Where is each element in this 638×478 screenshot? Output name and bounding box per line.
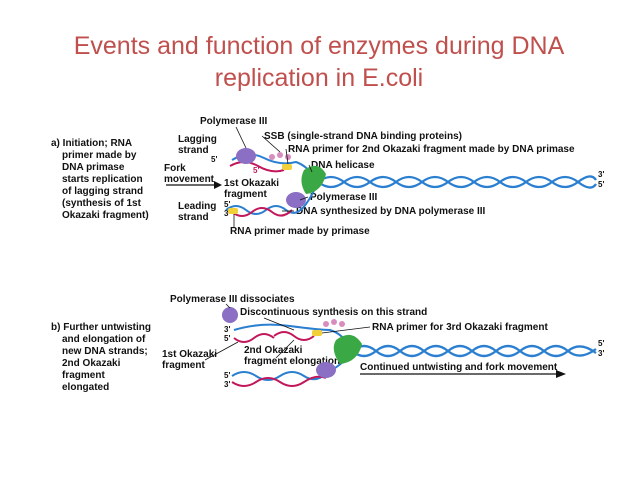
panel-a-desc-2: primer made by [62, 150, 137, 161]
helix-a-strand-1 [317, 175, 597, 189]
prime-a-4: 3' [224, 209, 230, 218]
dna-helicase-a [301, 165, 326, 194]
label-dna-synthesized: DNA synthesized by DNA polymerase III [296, 206, 486, 217]
polymerase-iii-leading-b [316, 362, 336, 378]
label-1st-okazaki-b-1: 1st Okazaki [162, 349, 217, 360]
panel-a-desc-7: Okazaki fragment) [62, 210, 149, 221]
polymerase-iii-dissociated-b [222, 307, 238, 323]
okazaki-fragment-1-a [229, 161, 285, 173]
label-discontinuous-synthesis: Discontinuous synthesis on this strand [240, 307, 427, 318]
panel-b: b) Further untwisting and elongation of … [51, 294, 604, 393]
dna-helicase-b [333, 334, 362, 364]
panel-a: a) Initiation; RNA primer made by DNA pr… [51, 116, 604, 237]
prime-b-6: 3' [224, 380, 230, 389]
label-polymerase-iii-top: Polymerase III [200, 116, 267, 127]
label-continued-untwisting: Continued untwisting and fork movement [360, 362, 558, 373]
ssb-a-1 [269, 154, 275, 160]
label-1st-okazaki-1: 1st Okazaki [224, 178, 279, 189]
panel-b-desc-1: b) Further untwisting [51, 322, 151, 333]
label-1st-okazaki-2: fragment [224, 189, 267, 200]
ssb-b-2 [331, 319, 337, 325]
panel-a-desc-5: of lagging strand [62, 186, 143, 197]
polymerase-iii-leading-a [286, 192, 306, 208]
label-lagging-strand-2: strand [178, 145, 209, 156]
prime-a-3: 3' [598, 170, 604, 179]
leader-lines-b [204, 303, 371, 361]
polymerase-iii-lagging-a [236, 148, 256, 164]
prime-b-4: 3' [598, 349, 604, 358]
label-polymerase-iii: Polymerase III [310, 192, 377, 203]
panel-a-desc-1: a) Initiation; RNA [51, 138, 132, 149]
ssb-b-3 [339, 321, 345, 327]
helix-b-strand-2 [351, 344, 597, 358]
panel-a-desc-6: (synthesis of 1st [62, 198, 142, 209]
prime-a-5: 5' [224, 200, 230, 209]
okazaki-fragment-1-b [233, 333, 275, 343]
ssb-a-2 [277, 152, 283, 158]
label-rna-primer-2nd: RNA primer for 2nd Okazaki fragment made… [288, 144, 575, 155]
ssb-a-3 [285, 154, 291, 160]
label-1st-okazaki-b-2: fragment [162, 360, 205, 371]
helix-a-strand-2 [317, 175, 597, 189]
label-leading-strand-1: Leading [178, 201, 216, 212]
label-rna-primer-primase: RNA primer made by primase [230, 226, 370, 237]
panel-b-desc-5: fragment [62, 370, 105, 381]
panel-b-desc-3: new DNA strands; [62, 346, 148, 357]
panel-b-desc-6: elongated [62, 382, 109, 393]
label-2nd-okazaki-1: 2nd Okazaki [244, 345, 303, 356]
prime-b-5: 5' [224, 371, 230, 380]
leading-new-strand-b [231, 375, 327, 387]
prime-b-3: 5' [598, 339, 604, 348]
prime-a-2: 5' [253, 166, 259, 175]
label-2nd-okazaki-2: fragment elongation [244, 356, 340, 367]
okazaki-fragment-2-b [273, 331, 315, 341]
prime-a-6: 5' [598, 180, 604, 189]
leading-new-strand-a [231, 207, 293, 217]
label-fork-movement-2: movement [164, 174, 215, 185]
fork-movement-arrowhead [214, 181, 222, 189]
label-lagging-strand-1: Lagging [178, 134, 217, 145]
rna-primer-3rd-b [312, 330, 322, 336]
slide-title-line-2: replication in E.coli [214, 64, 424, 92]
panel-b-desc-4: 2nd Okazaki [62, 358, 121, 369]
ssb-b-1 [323, 321, 329, 327]
label-polymerase-dissociates: Polymerase III dissociates [170, 294, 295, 305]
prime-a-1: 5' [211, 155, 217, 164]
prime-b-2: 5' [224, 334, 230, 343]
panel-b-desc-2: and elongation of [62, 334, 146, 345]
leader-lines-a [233, 126, 313, 227]
prime-b-1: 3' [224, 325, 230, 334]
leading-template-a [225, 181, 319, 215]
rna-primer-leading-a [228, 208, 238, 214]
slide-title-line-1: Events and function of enzymes during DN… [73, 32, 565, 60]
label-dna-helicase: DNA helicase [311, 160, 375, 171]
panel-a-desc-4: starts replication [62, 174, 143, 185]
label-leading-strand-2: strand [178, 212, 209, 223]
continued-arrowhead [556, 370, 566, 378]
panel-a-desc-3: DNA primase [62, 162, 125, 173]
label-rna-primer-3rd: RNA primer for 3rd Okazaki fragment [372, 322, 548, 333]
label-fork-movement-1: Fork [164, 163, 186, 174]
rna-primer-2nd-a [282, 164, 292, 170]
label-ssb: SSB (single-strand DNA binding proteins) [264, 131, 462, 142]
